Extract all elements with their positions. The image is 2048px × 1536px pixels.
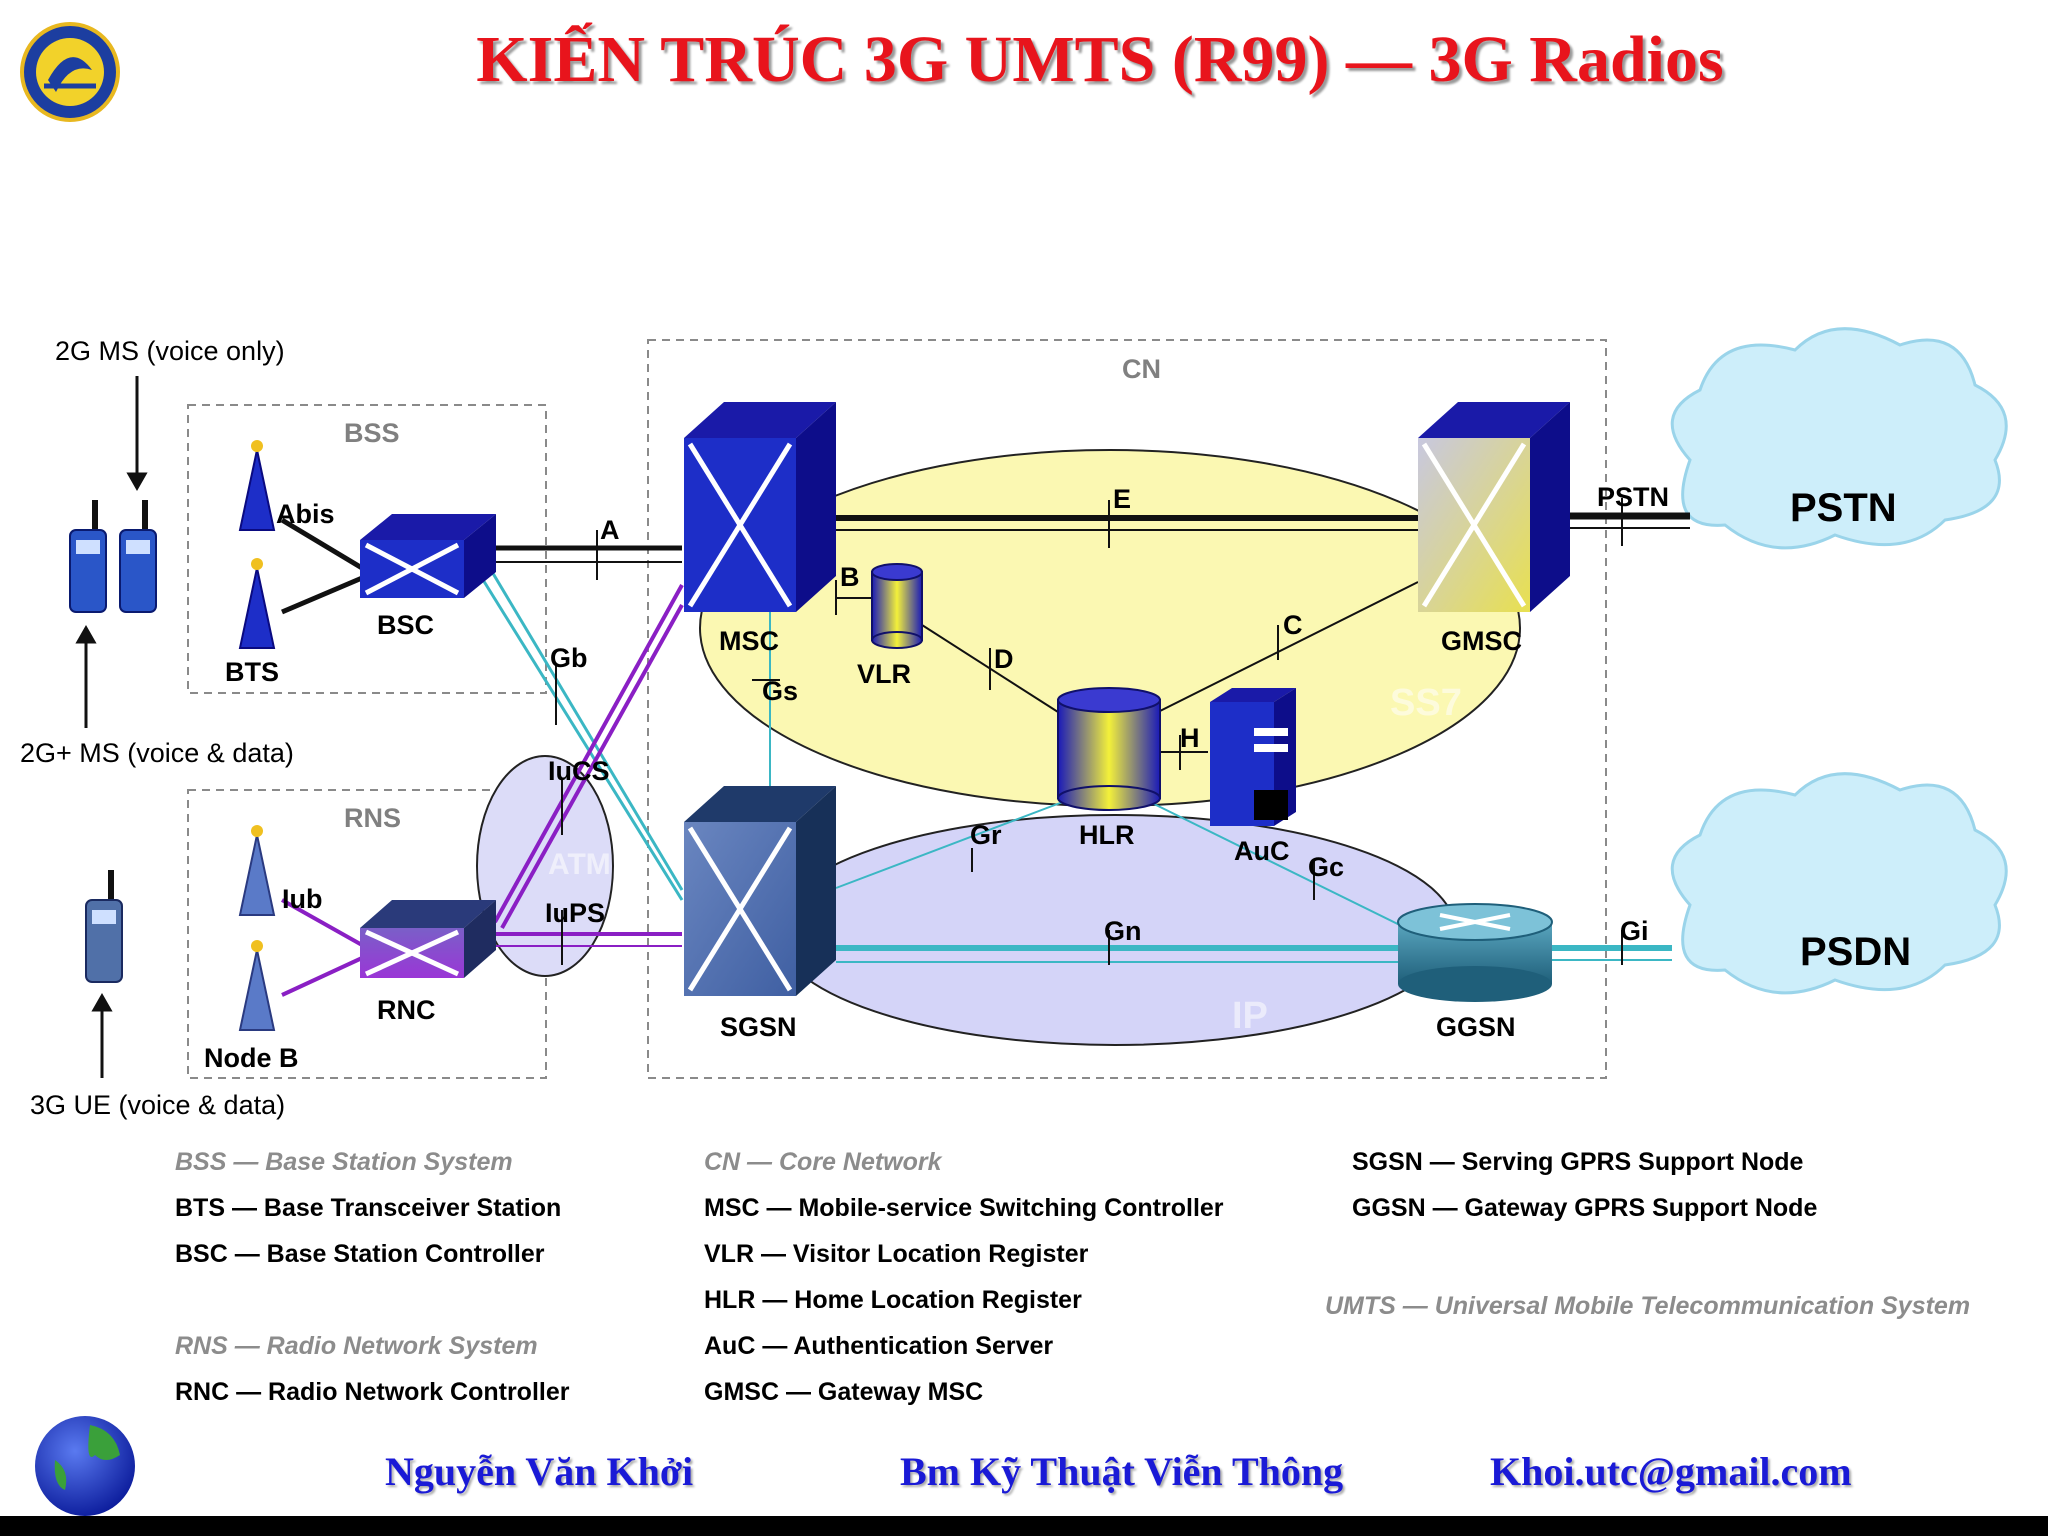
footer-author: Nguyễn Văn Khởi bbox=[385, 1449, 694, 1494]
nodeb-tower-icon bbox=[238, 940, 276, 1031]
label-2g-plus-ms: 2G+ MS (voice & data) bbox=[20, 738, 294, 768]
ggsn-router bbox=[1397, 903, 1553, 1002]
link-abis-2 bbox=[281, 575, 363, 615]
iface-iups: IuPS bbox=[545, 898, 606, 928]
label-ggsn: GGSN bbox=[1436, 1012, 1516, 1042]
label-rnc: RNC bbox=[377, 995, 436, 1025]
bss-box bbox=[187, 404, 547, 694]
legend-item: CN — Core Network bbox=[704, 1148, 942, 1176]
link-gc bbox=[1149, 801, 1421, 936]
iface-gi: Gi bbox=[1620, 916, 1649, 946]
iface-iub: Iub bbox=[282, 884, 323, 914]
atm-cloud bbox=[476, 755, 614, 977]
link-gb bbox=[478, 574, 684, 901]
iface-b: B bbox=[840, 562, 860, 592]
cn-box bbox=[647, 339, 1607, 1079]
iface-gs: Gs bbox=[762, 676, 799, 706]
legend-item: RNS — Radio Network System bbox=[175, 1332, 538, 1360]
label-psdn-cloud: PSDN bbox=[1800, 930, 1912, 974]
iface-iucs: IuCS bbox=[548, 756, 610, 786]
gmsc-switch bbox=[1418, 402, 1570, 612]
legend-item: UMTS — Universal Mobile Telecommunicatio… bbox=[1325, 1292, 1971, 1320]
bsc-switch bbox=[360, 514, 496, 598]
legend-item: RNC — Radio Network Controller bbox=[175, 1378, 570, 1406]
legend-item: MSC — Mobile-service Switching Controlle… bbox=[704, 1194, 1224, 1222]
label-3g-ue: 3G UE (voice & data) bbox=[30, 1090, 286, 1120]
rns-box bbox=[187, 789, 547, 1079]
link-iucs bbox=[493, 584, 684, 923]
legend-item: HLR — Home Location Register bbox=[704, 1286, 1082, 1314]
label-auc: AuC bbox=[1234, 836, 1290, 866]
legend-item: VLR — Visitor Location Register bbox=[704, 1240, 1089, 1268]
globe-icon bbox=[35, 1416, 135, 1516]
link-abis-1 bbox=[280, 517, 364, 571]
label-2g-ms: 2G MS (voice only) bbox=[55, 336, 285, 366]
label-gmsc: GMSC bbox=[1441, 626, 1522, 656]
bottom-bar bbox=[0, 1516, 2048, 1536]
msc-switch bbox=[684, 402, 836, 612]
iface-abis: Abis bbox=[276, 499, 335, 529]
rnc-switch bbox=[360, 900, 496, 978]
iface-pstn: PSTN bbox=[1597, 482, 1670, 512]
link-iub-2 bbox=[281, 956, 363, 997]
iface-c: C bbox=[1283, 610, 1303, 640]
legend-item: SGSN — Serving GPRS Support Node bbox=[1352, 1148, 1804, 1176]
iface-gc: Gc bbox=[1308, 852, 1345, 882]
vlr-database bbox=[871, 563, 923, 649]
legend-item: AuC — Authentication Server bbox=[704, 1332, 1054, 1360]
label-sgsn: SGSN bbox=[720, 1012, 797, 1042]
phone-2g-plus-icon bbox=[69, 500, 107, 613]
iface-e: E bbox=[1113, 484, 1132, 514]
phone-2g-icon bbox=[119, 500, 157, 613]
legend-item: BSC — Base Station Controller bbox=[175, 1240, 545, 1268]
phone-3g-icon bbox=[85, 870, 123, 983]
legend-item: GGSN — Gateway GPRS Support Node bbox=[1352, 1194, 1818, 1222]
legend-item: BSS — Base Station System bbox=[175, 1148, 513, 1176]
group-label-cn: CN bbox=[1122, 354, 1161, 384]
auc-server bbox=[1210, 688, 1296, 826]
bts-tower-icon bbox=[238, 558, 276, 649]
legend-item: GMSC — Gateway MSC bbox=[704, 1378, 984, 1406]
group-label-rns: RNS bbox=[344, 803, 402, 833]
iface-a: A bbox=[600, 515, 620, 545]
sgsn-switch bbox=[684, 786, 836, 996]
legend-item: BTS — Base Transceiver Station bbox=[175, 1194, 562, 1222]
label-ss7: SS7 bbox=[1390, 682, 1462, 724]
nodeb-tower-icon bbox=[238, 825, 276, 916]
footer-email[interactable]: Khoi.utc@gmail.com bbox=[1490, 1449, 1852, 1494]
label-bsc: BSC bbox=[377, 610, 435, 640]
pstn-cloud bbox=[1670, 327, 2008, 550]
label-ip: IP bbox=[1232, 995, 1268, 1037]
iface-h: H bbox=[1180, 723, 1200, 753]
hlr-database bbox=[1057, 687, 1161, 811]
psdn-cloud bbox=[1670, 772, 2008, 995]
link-c bbox=[1157, 581, 1419, 713]
label-hlr: HLR bbox=[1079, 820, 1135, 850]
bts-tower-icon bbox=[238, 440, 276, 531]
slide-title: KIẾN TRÚC 3G UMTS (R99) — 3G Radios bbox=[476, 23, 1724, 96]
label-vlr: VLR bbox=[857, 659, 911, 689]
label-nodeb: Node B bbox=[204, 1043, 299, 1073]
iface-d: D bbox=[994, 644, 1014, 674]
footer-department: Bm Kỹ Thuật Viễn Thông bbox=[900, 1449, 1344, 1494]
group-label-bss: BSS bbox=[344, 418, 400, 448]
iface-gn: Gn bbox=[1104, 916, 1142, 946]
link-gr bbox=[835, 799, 1069, 889]
iface-gr: Gr bbox=[970, 820, 1002, 850]
university-logo bbox=[20, 22, 120, 122]
iface-gb: Gb bbox=[550, 643, 588, 673]
label-bts: BTS bbox=[225, 657, 279, 687]
link-iub-1 bbox=[281, 898, 363, 947]
label-pstn-cloud: PSTN bbox=[1790, 486, 1897, 530]
label-msc: MSC bbox=[719, 626, 779, 656]
label-atm: ATM bbox=[548, 848, 611, 881]
